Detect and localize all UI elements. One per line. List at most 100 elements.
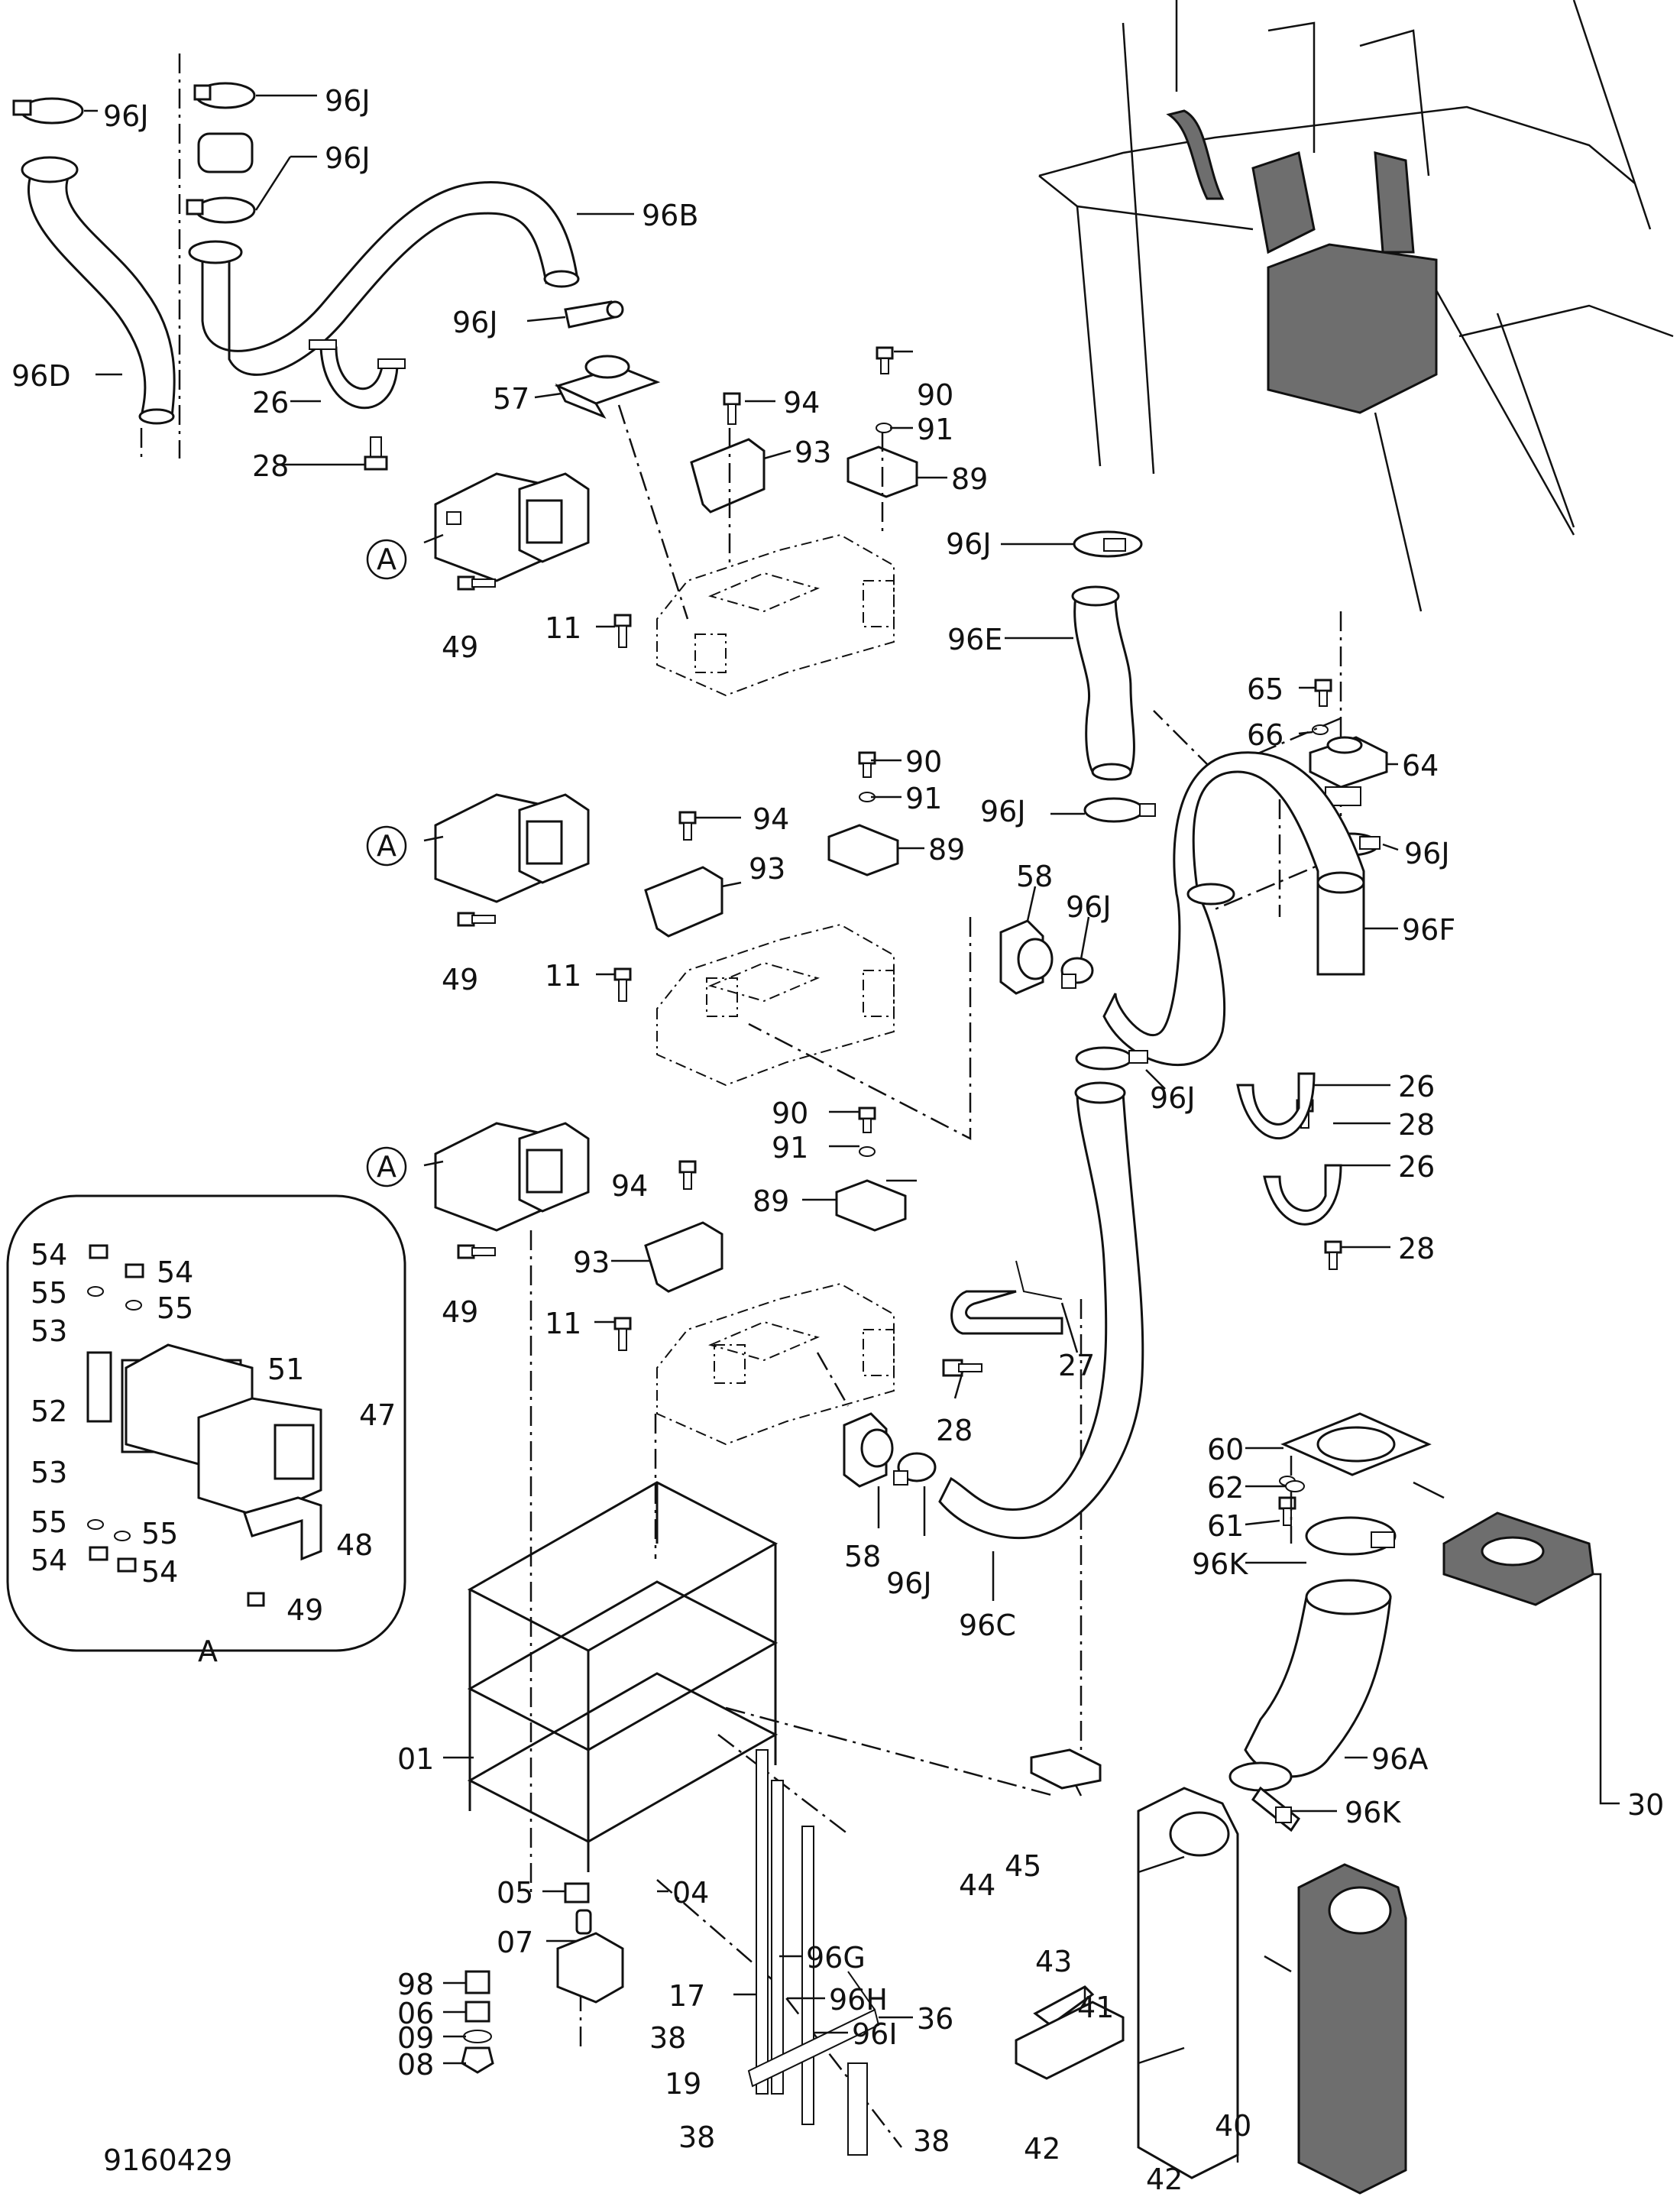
label-17: 17 [668,1979,705,2013]
label-58: 58 [1016,860,1053,893]
label-55: 55 [157,1291,193,1325]
bracket-27 [950,1260,1063,1335]
label-55: 55 [31,1276,67,1310]
label-96J: 96J [325,84,371,118]
part-labels: 96J 96J 96J 96B 96J 96D 26 57 94 90 91 9… [11,84,1664,2196]
hose-96E [1071,585,1135,781]
label-96J: 96J [1066,890,1112,924]
detail-view-title: A [198,1635,218,1668]
leader-30 [1593,1573,1620,1805]
label-09: 09 [397,2021,434,2055]
label-90: 90 [905,745,942,779]
label-26: 26 [1398,1070,1435,1103]
bolt-28-top [364,436,388,471]
label-91: 91 [772,1131,808,1165]
label-45: 45 [1005,1849,1041,1883]
label-96J: 96J [325,141,371,175]
label-89: 89 [951,462,988,496]
hose-96D [21,156,176,425]
label-65: 65 [1247,672,1283,706]
label-11: 11 [545,959,581,993]
leader-lines [84,94,1399,2163]
label-96K: 96K [1345,1796,1401,1829]
unit-A-top [434,472,590,582]
washer-62 [1285,1480,1305,1492]
label-90: 90 [772,1097,808,1130]
label-38: 38 [649,2021,686,2055]
label-91: 91 [917,413,953,446]
label-96C: 96C [959,1609,1016,1642]
label-49: 49 [442,963,478,996]
mount-parts [461,1882,624,2074]
label-93: 93 [573,1246,610,1279]
brackets-41-43 [1015,1748,1125,2080]
flange-60 [1280,1412,1432,1476]
label-38: 38 [678,2121,715,2154]
heater-unit-middle [656,923,895,1087]
clamp-96J-left [12,97,84,125]
label-42: 42 [1024,2132,1060,2166]
label-49: 49 [442,630,478,664]
label-96K: 96K [1192,1547,1248,1581]
label-42: 42 [1146,2163,1183,2196]
label-62: 62 [1207,1471,1244,1505]
label-96E: 96E [947,623,1002,656]
clamp-96J-58-upper [1060,957,1094,989]
label-53: 53 [31,1314,67,1348]
label-11: 11 [545,1307,581,1340]
label-A: A [377,543,397,576]
label-54: 54 [141,1555,178,1589]
label-55: 55 [31,1505,67,1539]
label-28: 28 [252,449,289,483]
label-94: 94 [611,1169,648,1203]
label-89: 89 [928,833,965,867]
label-96J: 96J [886,1567,932,1600]
label-96J: 96J [1150,1081,1196,1115]
label-26: 26 [1398,1150,1435,1184]
label-26: 26 [252,386,289,420]
label-93: 93 [749,852,785,886]
clamp-96K-bottom [1251,1786,1301,1832]
pipes-96G-96H-96I [747,1749,880,2156]
label-89: 89 [753,1184,789,1218]
label-27: 27 [1058,1349,1095,1382]
label-11: 11 [545,611,581,645]
label-66: 66 [1247,718,1283,752]
arrow-30-upper [1413,1481,1445,1499]
label-52: 52 [31,1395,67,1428]
label-49: 49 [286,1593,323,1627]
label-96J: 96J [103,99,149,133]
label-58: 58 [844,1540,881,1573]
label-43: 43 [1035,1945,1072,1978]
label-54: 54 [31,1544,67,1577]
label-48: 48 [336,1528,373,1562]
label-96J: 96J [946,527,992,561]
label-A: A [377,1150,397,1184]
label-28: 28 [1398,1232,1435,1265]
heater-unit-top [656,533,895,697]
label-19: 19 [665,2067,701,2101]
label-54: 54 [31,1238,67,1272]
label-05: 05 [497,1876,533,1910]
unit-A-middle [434,793,590,903]
label-01: 01 [397,1742,434,1776]
label-93: 93 [795,436,831,469]
hardware-bolts [457,346,1342,1526]
clamps-96J-column [186,82,256,224]
part-58-upper [999,919,1054,995]
label-96I: 96I [852,2017,898,2051]
label-96A: 96A [1371,1742,1428,1776]
arrow-30-lower [1264,1955,1292,1973]
label-61: 61 [1207,1509,1244,1543]
part-58-lower [843,1412,894,1488]
label-91: 91 [905,782,942,815]
label-36: 36 [917,2002,953,2036]
label-07: 07 [497,1926,533,1959]
clamp-96K-top [1305,1516,1397,1556]
label-96G: 96G [806,1941,866,1975]
label-90: 90 [917,378,953,412]
drawing-number: 9160429 [103,2143,232,2177]
duct-40 [1137,1787,1239,2179]
label-98: 98 [397,1968,434,2001]
label-64: 64 [1402,749,1439,782]
